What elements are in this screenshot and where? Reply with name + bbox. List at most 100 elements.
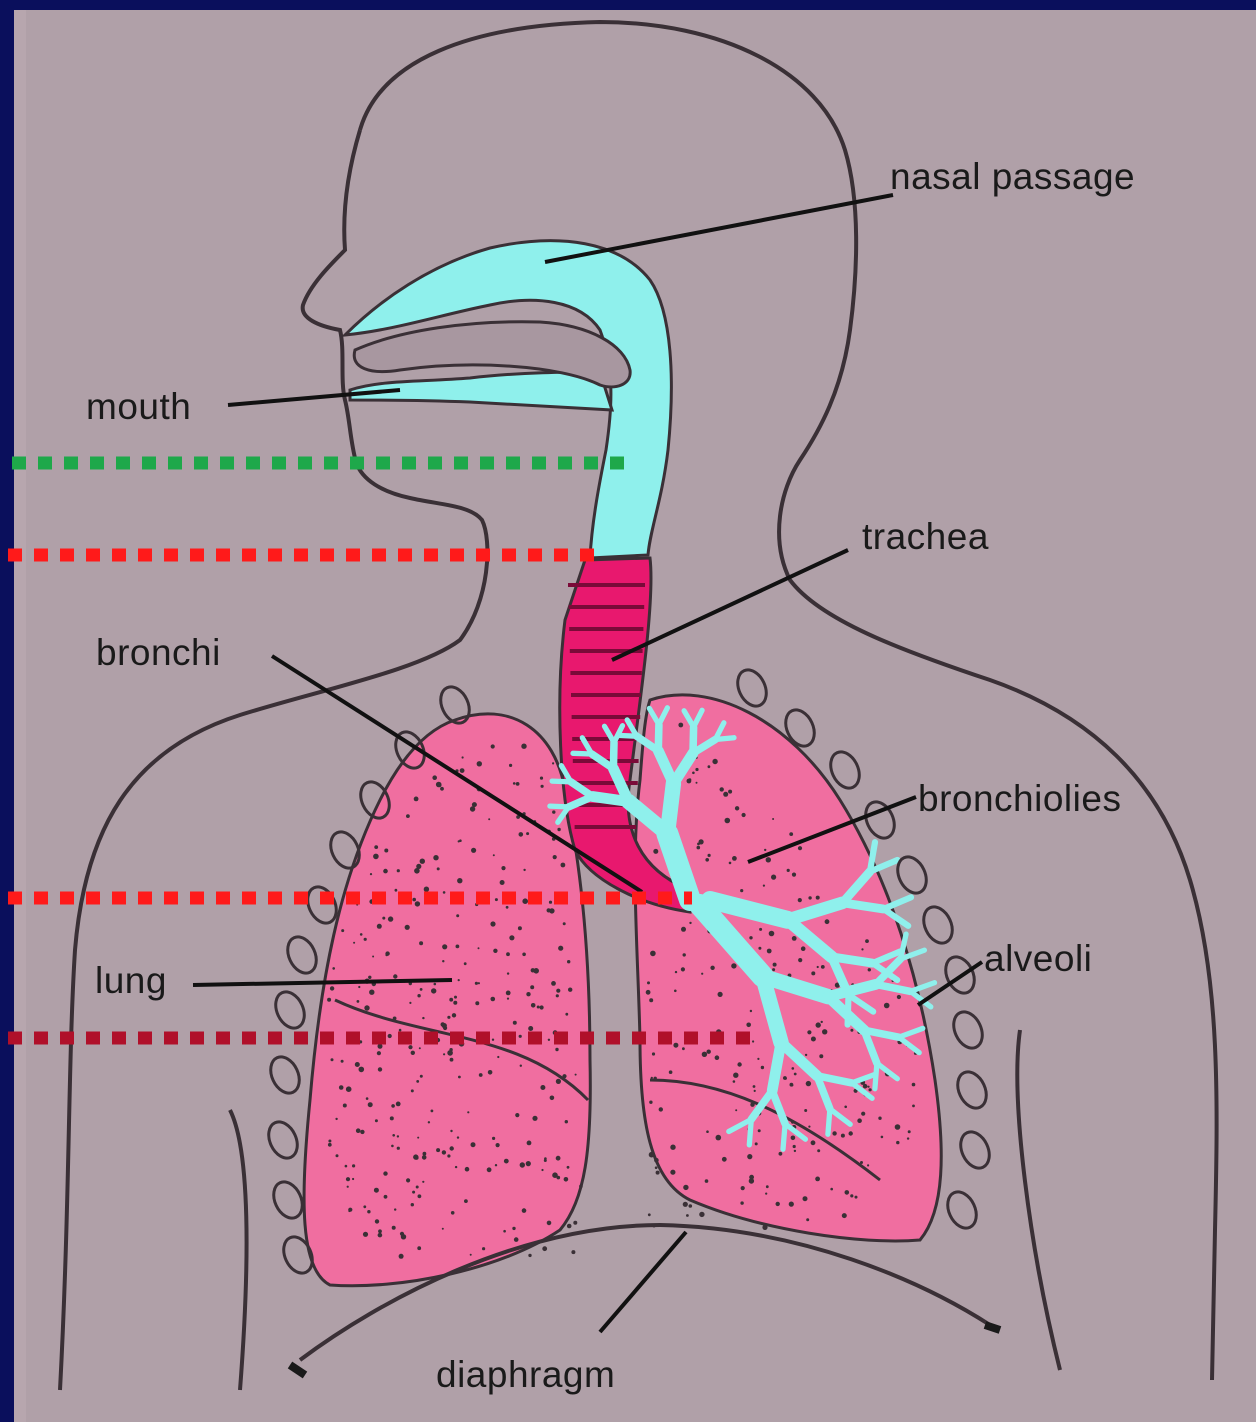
stipple-dot — [506, 906, 509, 909]
stipple-dot — [763, 885, 765, 887]
stipple-dot — [769, 931, 775, 937]
stipple-dot — [806, 1218, 809, 1221]
stipple-dot — [458, 979, 460, 981]
stipple-dot — [336, 1154, 339, 1157]
stipple-dot — [447, 1016, 450, 1019]
stipple-dot — [878, 1117, 881, 1120]
stipple-dot — [791, 1084, 793, 1086]
stipple-dot — [532, 1116, 537, 1121]
stipple-dot — [821, 965, 825, 969]
stipple-dot — [673, 1043, 678, 1048]
stipple-dot — [507, 972, 509, 974]
stipple-dot — [453, 1001, 457, 1005]
stipple-dot — [416, 864, 421, 869]
stipple-dot — [881, 1136, 884, 1139]
stipple-dot — [682, 1047, 685, 1050]
stipple-dot — [507, 998, 509, 1000]
stipple-dot — [830, 1188, 833, 1191]
stipple-dot — [406, 1178, 410, 1182]
stipple-dot — [420, 859, 425, 864]
stipple-dot — [522, 1208, 527, 1213]
rib-oval — [265, 1052, 305, 1097]
stipple-dot — [553, 855, 557, 859]
stipple-dot — [526, 1161, 531, 1166]
stipple-dot — [815, 1177, 820, 1182]
frame-inner-edge — [14, 10, 26, 1422]
stipple-dot — [374, 1188, 379, 1193]
stipple-dot — [416, 1186, 419, 1189]
stipple-dot — [563, 922, 566, 925]
stipple-dot — [396, 1102, 401, 1107]
stipple-dot — [573, 1221, 577, 1225]
stipple-dot — [740, 1201, 743, 1204]
stipple-dot — [366, 1097, 369, 1100]
stipple-dot — [771, 875, 776, 880]
stipple-dot — [654, 1077, 657, 1080]
stipple-dot — [749, 936, 752, 939]
stipple-dot — [447, 1050, 453, 1056]
stipple-dot — [464, 962, 467, 965]
stipple-dot — [564, 1177, 569, 1182]
stipple-dot — [844, 1106, 847, 1109]
stipple-dot — [689, 1204, 693, 1208]
stipple-dot — [345, 1165, 348, 1168]
stipple-dot — [369, 990, 374, 995]
stipple-dot — [805, 1054, 807, 1056]
stipple-dot — [568, 988, 572, 992]
stipple-dot — [454, 996, 457, 999]
stipple-dot — [420, 988, 423, 991]
stipple-dot — [556, 989, 560, 993]
stipple-dot — [650, 951, 656, 957]
stipple-dot — [391, 1145, 394, 1148]
stipple-dot — [408, 1045, 412, 1049]
stipple-dot — [378, 1067, 382, 1071]
stipple-dot — [821, 1021, 823, 1023]
stipple-dot — [423, 1152, 427, 1156]
stipple-dot — [520, 1162, 525, 1167]
stipple-dot — [358, 986, 360, 988]
stipple-dot — [907, 1137, 909, 1139]
stipple-dot — [555, 1048, 558, 1051]
stipple-dot — [819, 1054, 823, 1058]
stipple-dot — [422, 1181, 424, 1183]
rib-oval — [948, 1007, 988, 1052]
stipple-dot — [382, 917, 385, 920]
stipple-dot — [432, 775, 437, 780]
stipple-dot — [740, 889, 743, 892]
stipple-dot — [411, 1203, 414, 1206]
stipple-dot — [415, 901, 420, 906]
label-bronchioles: bronchiolies — [918, 780, 1121, 817]
stipple-dot — [482, 1247, 485, 1250]
stipple-dot — [528, 1026, 533, 1031]
stipple-dot — [417, 1246, 421, 1250]
stipple-dot — [378, 1229, 382, 1233]
stipple-dot — [512, 1227, 515, 1230]
stipple-dot — [565, 1013, 568, 1016]
stipple-dot — [670, 1170, 675, 1175]
stipple-dot — [375, 1119, 378, 1122]
stipple-dot — [526, 992, 530, 996]
stipple-dot — [394, 1208, 396, 1210]
stipple-dot — [452, 1013, 456, 1017]
stipple-dot — [491, 744, 495, 748]
stipple-dot — [895, 1124, 901, 1130]
rib-oval — [918, 902, 958, 947]
stipple-dot — [647, 981, 650, 984]
stipple-dot — [850, 1194, 853, 1197]
stipple-dot — [798, 846, 802, 850]
stipple-dot — [669, 1070, 673, 1074]
stipple-dot — [378, 1044, 383, 1049]
stipple-dot — [522, 898, 528, 904]
stipple-dot — [556, 1079, 561, 1084]
stipple-dot — [411, 1089, 414, 1092]
stipple-dot — [341, 929, 344, 932]
stipple-dot — [807, 1030, 811, 1034]
stipple-dot — [367, 1210, 370, 1213]
stipple-dot — [794, 1150, 796, 1152]
stipple-dot — [547, 1221, 552, 1226]
stipple-dot — [755, 1142, 758, 1145]
stipple-dot — [845, 1190, 850, 1195]
stipple-dot — [706, 1130, 709, 1133]
stipple-dot — [451, 1211, 455, 1215]
